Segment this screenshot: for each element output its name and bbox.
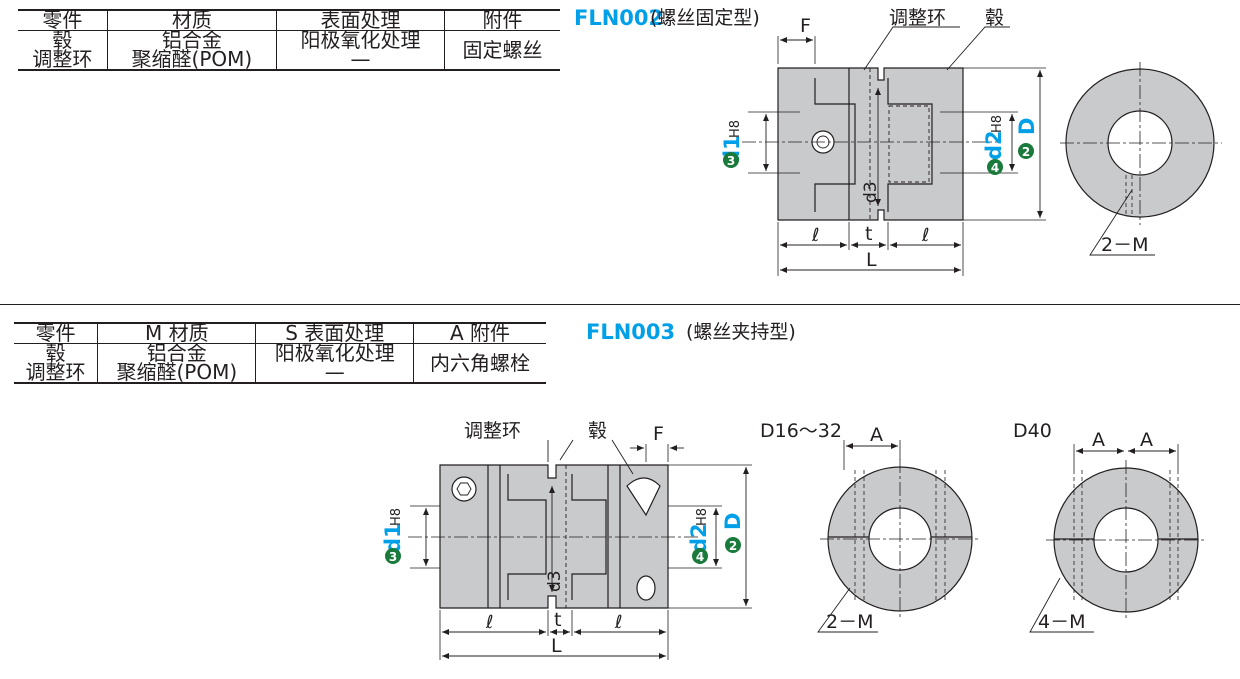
header-part: 零件 (18, 9, 108, 31)
cell-accessory: 固定螺丝 (444, 30, 560, 71)
label-F: F (653, 423, 664, 445)
fln003-title: FLN003 (螺丝夹持型) (586, 320, 796, 344)
header-accessory: 附件 (444, 9, 560, 31)
label-L: L (551, 635, 562, 657)
label-l-right: ℓ (921, 225, 929, 246)
fln003-type: (螺丝夹持型) (686, 321, 796, 343)
badge-3 (723, 152, 739, 168)
label-A2b: A (1140, 429, 1153, 451)
header-material: 材质 (106, 9, 277, 31)
cell-part: 毂 (18, 30, 108, 50)
cell-surface: — (255, 362, 414, 384)
svg-text:2: 2 (1022, 145, 1030, 159)
label-t: t (865, 223, 872, 245)
label-d3: d3 (861, 181, 881, 203)
label-A1: A (870, 424, 883, 446)
label-d1-tol: H8 (389, 508, 404, 526)
cell-surface: 阳极氧化处理 (255, 343, 414, 363)
badge-2 (725, 537, 741, 553)
badge-4 (987, 159, 1003, 175)
cell-part: 调整环 (14, 362, 99, 384)
fln003-end-view-d16-32 (817, 440, 980, 633)
label-A2a: A (1092, 429, 1105, 451)
cell-surface: 阳极氧化处理 (275, 30, 446, 50)
label-view1: D16～32 (760, 420, 842, 442)
label-hub: 毂 (588, 420, 607, 442)
label-d2-tol: H8 (990, 115, 1005, 133)
svg-text:4: 4 (991, 161, 999, 175)
label-d2: d2 (982, 130, 1006, 160)
label-holes2: 4－M (1038, 611, 1085, 633)
label-d3: d3 (545, 570, 565, 592)
label-ring: 调整环 (889, 7, 946, 29)
fln002-end-view (1060, 62, 1222, 256)
label-l-left: ℓ (811, 225, 819, 246)
fln002-type: (螺丝固定型) (650, 7, 760, 29)
fln003-side-view (408, 439, 752, 660)
header-material: M 材质 (97, 322, 257, 344)
fln003-end-view-d40 (1029, 444, 1206, 633)
fln002-labels: F 调整环 毂 d1 H8 3 d2 H8 4 D 2 d3 ℓ t ℓ L 2… (720, 7, 1148, 271)
cell-material: 聚缩醛(POM) (97, 362, 257, 384)
badge-4 (692, 548, 708, 564)
cell-accessory: 内六角螺栓 (412, 343, 546, 384)
header-surface: S 表面处理 (255, 322, 414, 344)
label-t: t (554, 609, 561, 631)
label-D: D (1015, 118, 1039, 135)
cell-part: 调整环 (18, 49, 108, 71)
label-l-right: ℓ (614, 612, 622, 633)
fln003-spec-table: 零件 M 材质 S 表面处理 A 附件 毂 铝合金 阳极氧化处理 内六角螺栓 调… (14, 322, 546, 384)
label-d1-tol: H8 (728, 120, 743, 138)
svg-text:4: 4 (696, 550, 704, 564)
label-holes: 2－M (1101, 234, 1148, 256)
svg-text:3: 3 (389, 550, 397, 564)
badge-2 (1018, 143, 1034, 159)
label-D: D (721, 513, 745, 530)
label-L: L (866, 249, 877, 271)
cell-material: 铝合金 (97, 343, 257, 363)
fln002-title: FLN002 (螺丝固定型) (574, 6, 760, 30)
fln003-labels: 调整环 毂 F d1 H8 3 d2 H8 4 D 2 d3 ℓ t ℓ L D… (381, 420, 1153, 657)
fln002-side-view (742, 26, 1046, 276)
cell-part: 毂 (14, 343, 99, 363)
section-divider (0, 304, 1240, 305)
header-surface: 表面处理 (275, 9, 446, 31)
fln003-code: FLN003 (586, 320, 675, 344)
label-hub: 毂 (985, 7, 1004, 29)
header-part: 零件 (14, 322, 99, 344)
label-holes1: 2－M (826, 611, 873, 633)
label-ring: 调整环 (464, 420, 521, 442)
cell-material: 聚缩醛(POM) (106, 49, 277, 71)
fln002-spec-table: 零件 材质 表面处理 附件 毂 铝合金 阳极氧化处理 固定螺丝 调整环 聚缩醛(… (18, 9, 560, 71)
cell-surface: — (275, 49, 446, 71)
label-F: F (800, 15, 811, 37)
svg-text:3: 3 (727, 154, 735, 168)
label-d2: d2 (687, 523, 711, 553)
svg-text:2: 2 (729, 539, 737, 553)
label-d2-tol: H8 (695, 508, 710, 526)
header-accessory: A 附件 (412, 322, 546, 344)
label-view2: D40 (1013, 420, 1052, 442)
fln002-code: FLN002 (574, 6, 663, 30)
label-l-left: ℓ (485, 612, 493, 633)
badge-3 (385, 548, 401, 564)
